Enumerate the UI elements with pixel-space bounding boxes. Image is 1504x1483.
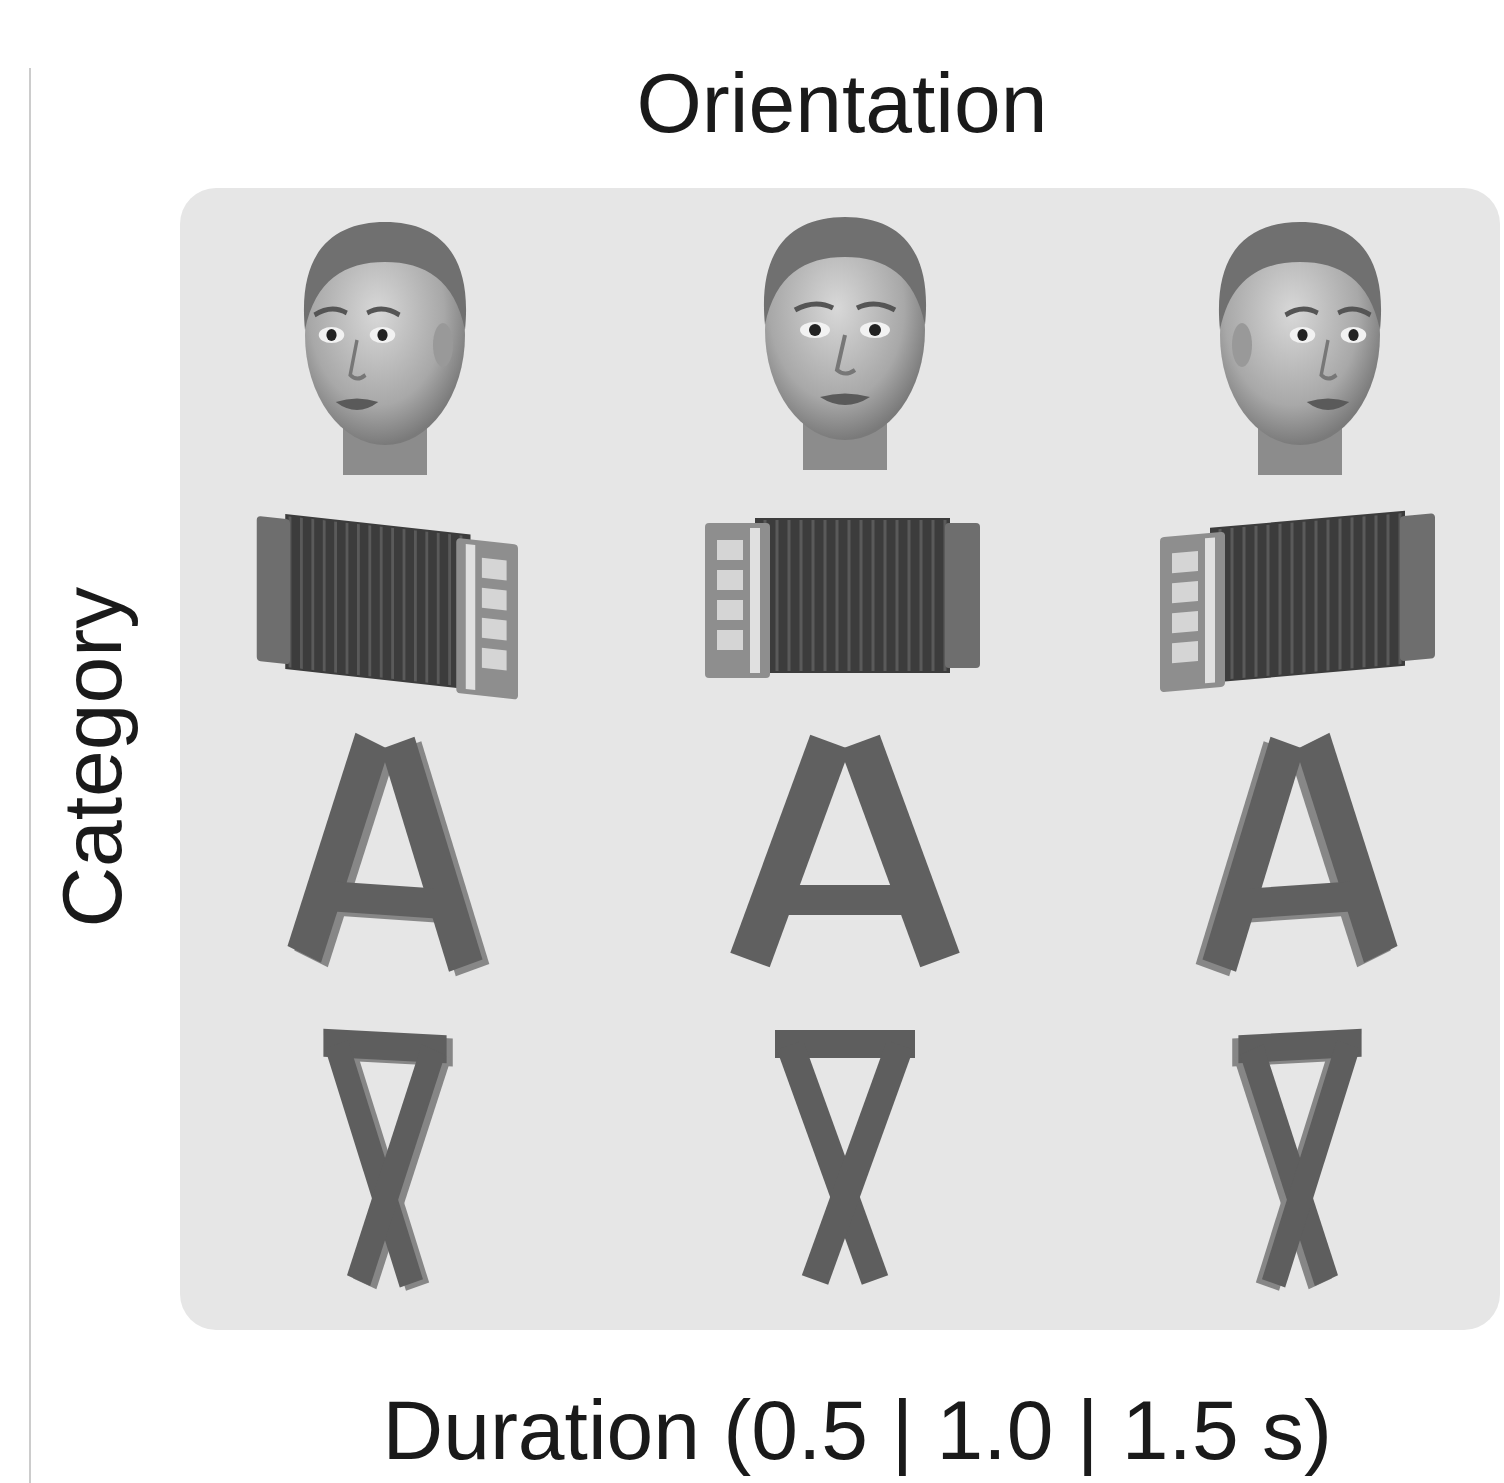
novel-object-stimulus — [1232, 1029, 1361, 1289]
stimulus-panel — [180, 188, 1500, 1330]
face-stimulus — [1219, 222, 1381, 475]
letter-stimulus — [750, 742, 940, 960]
axis-label: Category — [46, 587, 138, 928]
axis-label: Orientation — [637, 57, 1048, 149]
accordion-stimulus — [1160, 508, 1435, 692]
letter-stimulus — [1212, 736, 1380, 970]
axis-label: Duration (0.5 | 1.0 | 1.5 s) — [383, 1384, 1332, 1476]
border-line — [29, 68, 31, 1483]
accordion-stimulus — [257, 511, 518, 700]
accordion-stimulus — [705, 518, 980, 678]
letter-stimulus — [304, 736, 472, 970]
novel-object-stimulus — [323, 1029, 452, 1289]
face-stimulus — [304, 222, 466, 475]
novel-object-stimulus — [775, 1030, 915, 1280]
face-stimulus — [764, 217, 926, 470]
